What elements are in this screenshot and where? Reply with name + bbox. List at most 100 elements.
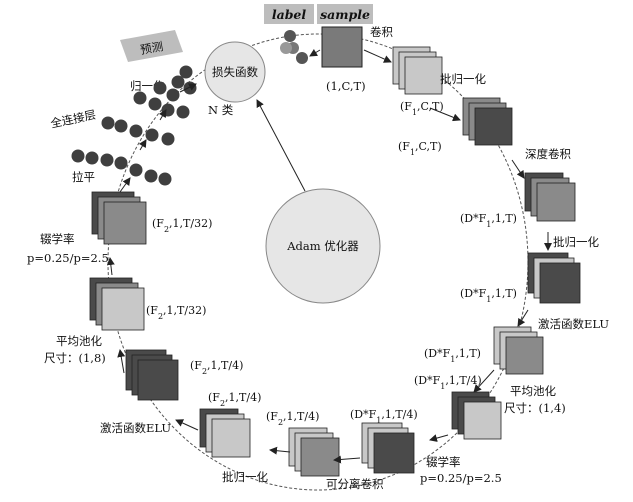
predict-tag-text: 预测 [139, 39, 164, 57]
elu2-stack-layer [211, 418, 251, 458]
flow-arrow [511, 159, 525, 179]
depth-stack [524, 172, 576, 222]
neuron-dot [71, 149, 85, 163]
drop2-shape: (F2,1,T/32) [152, 217, 212, 234]
neuron-dot [114, 156, 128, 170]
loss-label: 损失函数 [212, 65, 258, 79]
sample-tag: sample [317, 4, 373, 24]
drop1-p: p=0.25/p=2.5 [420, 471, 502, 485]
neuron-dot [183, 81, 197, 95]
neuron-dot [101, 116, 115, 130]
neuron-dot [161, 132, 175, 146]
pool2out-stack [89, 277, 145, 331]
optimizer-label: Adam 优化器 [286, 239, 359, 253]
elu1-stack [493, 326, 544, 375]
flow-arrow [119, 177, 131, 193]
pool1-label: 平均池化 [510, 384, 556, 398]
flow-arrow [138, 139, 147, 151]
flow-arrow [429, 107, 461, 122]
flow-arrow [333, 455, 361, 464]
bn3-label: 批归一化 [222, 470, 268, 484]
neuron-dot [145, 128, 159, 142]
bn2-shape: (D*F1,1,T) [460, 287, 517, 304]
output-dots [71, 65, 197, 186]
neuron-dot [100, 153, 114, 167]
bn3-stack [288, 427, 340, 477]
input-block [321, 26, 363, 68]
sep-conv-label: 可分离卷积 [326, 477, 384, 491]
loss-function-node: 损失函数 [204, 41, 266, 103]
fc-label: 全连接层 [49, 107, 97, 130]
label-tag: label [264, 4, 314, 24]
bn1-label: 批归一化 [440, 72, 486, 86]
bn1b-stack-layer [474, 107, 513, 146]
adam-optimizer-node: Adam 优化器 [265, 188, 381, 304]
bn2-stack [527, 252, 581, 304]
flow-arrow [517, 309, 529, 327]
sep-stack-layer [373, 432, 415, 474]
elu2-label: 激活函数ELU [100, 421, 171, 435]
bn1-shape: (F1,C,T) [400, 100, 444, 117]
pool2-out-shape: (F2,1,T/32) [146, 304, 206, 321]
pool1-stack [451, 391, 502, 440]
bn2-label: 批归一化 [553, 235, 599, 249]
neuron-dot [144, 169, 158, 183]
conv-label: 卷积 [370, 25, 393, 39]
depth-stack-layer [536, 182, 576, 222]
neuron-dot [114, 119, 128, 133]
optimizer-to-loss-arrow [256, 99, 306, 192]
pool2-stack-layer [137, 359, 179, 401]
flow-arrow [429, 434, 449, 442]
bn3-shape: (F2,1,T/4) [266, 410, 319, 427]
nclass-label: N 类 [208, 103, 234, 117]
pool2out-stack-layer [101, 287, 145, 331]
neuron-dot [148, 97, 162, 111]
drop2-label: 辍学率 [40, 232, 75, 246]
bn2-stack-layer [539, 262, 581, 304]
flow-arrow [158, 109, 167, 121]
neuron-dot [133, 91, 147, 105]
label-tag-text: label [272, 7, 307, 22]
drop1-label: 辍学率 [426, 455, 461, 469]
pool2-label: 平均池化 [56, 334, 102, 348]
bn1-stack-layer [404, 56, 443, 95]
flow-arrow [363, 49, 392, 63]
neuron-dot [179, 65, 193, 79]
neuron-dot [176, 105, 190, 119]
pool2-stack [125, 349, 179, 401]
neuron-dot [158, 172, 172, 186]
bn1-shape2: (F1,C,T) [398, 140, 442, 157]
drop2-stack-layer [103, 201, 147, 245]
conv-shape: (1,C,T) [326, 79, 366, 93]
sep-stack [361, 422, 415, 474]
flow-arrow [269, 446, 291, 455]
pool2-size: 尺寸：(1,8) [44, 351, 106, 365]
bn3-stack-layer [300, 437, 340, 477]
drop2-p: p=0.25/p=2.5 [27, 251, 109, 265]
flow-arrows [106, 49, 552, 464]
flow-arrow [106, 257, 115, 276]
neuron-dot [153, 81, 167, 95]
neuron-dot [171, 75, 185, 89]
pool1-size: 尺寸：(1,4) [504, 401, 566, 415]
elu1-label: 激活函数ELU [538, 317, 609, 331]
elu1-stack-layer [505, 336, 544, 375]
elu2-shape: (F2,1,T/4) [208, 391, 261, 408]
sample-to-label-arrow [309, 48, 321, 57]
flow-arrow [473, 369, 495, 393]
neuron-dot [129, 124, 143, 138]
pool2-shape: (F2,1,T/4) [190, 359, 243, 376]
flow-arrow [117, 349, 126, 374]
feature-stacks [89, 46, 581, 477]
drop2-stack [91, 191, 147, 245]
elu1-shape: (D*F1,1,T) [424, 347, 481, 364]
bn1-stack [392, 46, 443, 95]
flatten-label: 拉平 [72, 170, 95, 184]
pool1-stack-layer [463, 401, 502, 440]
neuron-dot [166, 88, 180, 102]
depth-shape: (D*F1,1,T) [460, 212, 517, 229]
sep-shape: (D*F1,1,T/4) [350, 408, 418, 425]
flow-arrow [179, 83, 197, 93]
